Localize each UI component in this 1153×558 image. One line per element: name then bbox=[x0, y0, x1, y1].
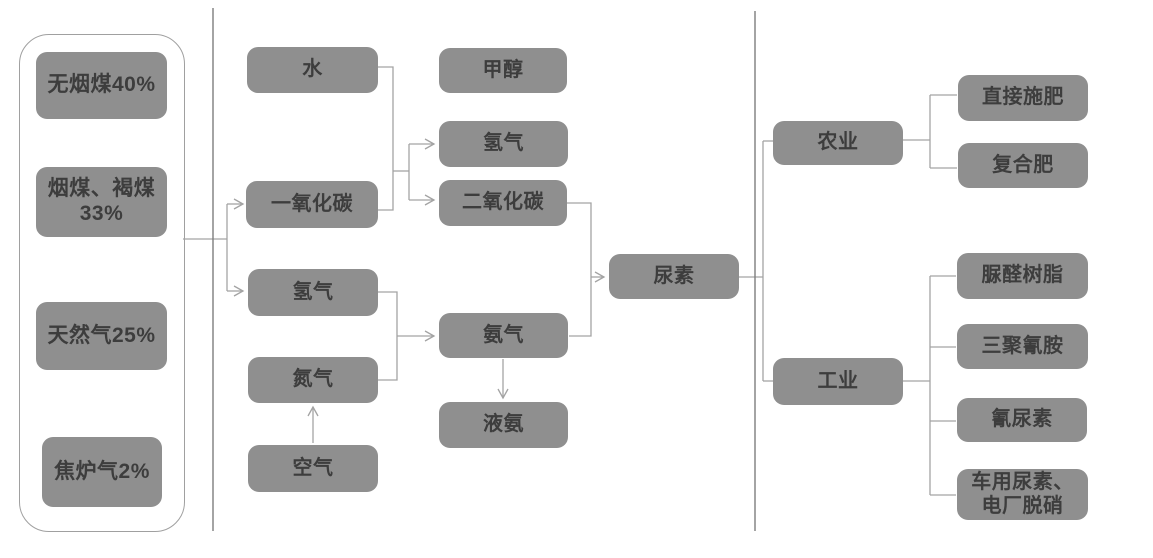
arrowhead-icon bbox=[233, 285, 245, 297]
node-methanol: 甲醇 bbox=[439, 48, 567, 93]
node-label: 氰尿素 bbox=[991, 408, 1053, 431]
node-label: 直接施肥 bbox=[982, 86, 1064, 109]
connector-line bbox=[378, 66, 394, 211]
node-label: 复合肥 bbox=[992, 153, 1054, 176]
node-label: 空气 bbox=[292, 456, 334, 479]
node-label: 氢气 bbox=[483, 132, 524, 155]
node-nitrogen: 氮气 bbox=[248, 357, 378, 403]
node-carbon-monoxide: 一氧化碳 bbox=[246, 181, 378, 228]
node-label: 二氧化碳 bbox=[462, 191, 544, 214]
connector-line bbox=[378, 291, 398, 381]
node-liquid-ammonia: 液氨 bbox=[439, 402, 568, 448]
node-label: 工业 bbox=[817, 369, 859, 392]
node-label: 氨气 bbox=[483, 323, 524, 346]
node-label: 农业 bbox=[817, 131, 859, 154]
node-cyanurea: 氰尿素 bbox=[957, 398, 1087, 442]
node-hydrogen-top: 氢气 bbox=[439, 121, 568, 167]
node-urea: 尿素 bbox=[609, 254, 739, 299]
arrowhead-icon bbox=[424, 194, 436, 206]
node-bituminous-lignite: 烟煤、褐煤 33% bbox=[36, 167, 167, 237]
node-label: 氢气 bbox=[292, 280, 334, 303]
node-label: 三聚氰胺 bbox=[981, 334, 1064, 357]
node-label: 焦炉气2% bbox=[54, 459, 150, 483]
node-label: 甲醇 bbox=[482, 58, 524, 81]
arrowhead-icon bbox=[233, 198, 245, 210]
node-label: 脲醛树脂 bbox=[981, 264, 1064, 287]
node-agriculture: 农业 bbox=[773, 121, 903, 165]
node-air: 空气 bbox=[248, 445, 378, 492]
arrowhead-icon bbox=[497, 388, 509, 400]
node-label: 车用尿素、 电厂脱硝 bbox=[971, 470, 1074, 517]
node-melamine: 三聚氰胺 bbox=[957, 324, 1088, 369]
node-water: 水 bbox=[247, 47, 378, 93]
node-urea-formaldehyde: 脲醛树脂 bbox=[957, 253, 1088, 299]
connector-line bbox=[567, 202, 592, 337]
node-label: 氮气 bbox=[292, 368, 334, 391]
node-label: 尿素 bbox=[653, 264, 695, 287]
arrowhead-icon bbox=[594, 271, 606, 283]
node-label: 无烟煤40% bbox=[47, 73, 156, 97]
node-label: 水 bbox=[302, 58, 323, 81]
node-direct-fertilize: 直接施肥 bbox=[958, 75, 1088, 121]
node-anthracite: 无烟煤40% bbox=[36, 52, 167, 119]
arrowhead-icon bbox=[424, 330, 436, 342]
node-hydrogen-mid: 氢气 bbox=[248, 269, 378, 316]
arrowhead-icon bbox=[424, 138, 436, 150]
node-label: 烟煤、褐煤 33% bbox=[47, 177, 156, 225]
node-ammonia: 氨气 bbox=[439, 313, 568, 358]
node-label: 液氨 bbox=[483, 413, 524, 436]
node-vehicle-urea: 车用尿素、 电厂脱硝 bbox=[957, 469, 1088, 520]
node-industry: 工业 bbox=[773, 358, 903, 405]
node-carbon-dioxide: 二氧化碳 bbox=[439, 180, 567, 226]
arrowhead-icon bbox=[307, 405, 319, 417]
node-label: 一氧化碳 bbox=[271, 192, 353, 215]
node-natural-gas: 天然气25% bbox=[36, 302, 167, 370]
node-compound-fertilizer: 复合肥 bbox=[958, 143, 1088, 188]
node-coke-oven-gas: 焦炉气2% bbox=[42, 437, 162, 507]
node-label: 天然气25% bbox=[47, 323, 156, 347]
